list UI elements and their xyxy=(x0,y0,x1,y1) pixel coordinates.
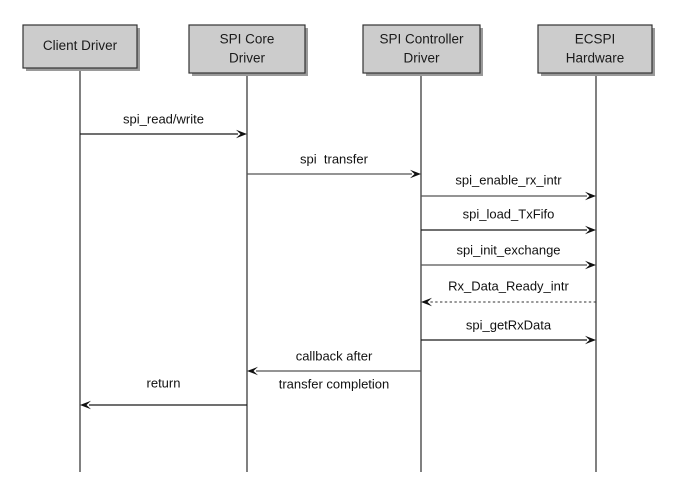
message-label-line2: transfer completion xyxy=(279,376,390,391)
message-label: spi transfer xyxy=(300,151,369,166)
actor-box-ecspi-hardware[interactable]: ECSPI Hardware xyxy=(537,24,655,76)
actor-box-rect xyxy=(362,24,481,74)
message-rx-data-ready-intr[interactable]: Rx_Data_Ready_intr xyxy=(421,278,596,307)
message-arrowhead xyxy=(80,400,91,410)
message-arrowhead xyxy=(236,129,247,139)
message-arrowhead xyxy=(585,335,596,345)
message-arrowhead xyxy=(247,366,258,376)
message-arrowhead xyxy=(585,225,596,235)
actor-label-line1: ECSPI xyxy=(575,32,616,47)
message-arrowhead xyxy=(421,297,432,307)
message-spi-getrxdata[interactable]: spi_getRxData xyxy=(421,317,596,345)
actor-box-rect xyxy=(537,24,653,74)
message-label: spi_init_exchange xyxy=(456,242,560,257)
message-spi-transfer[interactable]: spi transfer xyxy=(247,151,421,179)
message-spi-load-txfifo[interactable]: spi_load_TxFifo xyxy=(421,206,596,235)
message-label: spi_enable_rx_intr xyxy=(455,172,562,187)
message-arrowhead xyxy=(585,191,596,201)
message-label: Rx_Data_Ready_intr xyxy=(448,278,569,293)
message-return[interactable]: return xyxy=(80,375,247,410)
message-spi-read-write[interactable]: spi_read/write xyxy=(80,111,247,139)
actor-box-client-driver[interactable]: Client Driver xyxy=(22,24,140,71)
message-label: spi_load_TxFifo xyxy=(463,206,555,221)
message-arrowhead xyxy=(410,169,421,179)
actor-box-rect xyxy=(22,24,138,69)
actor-label-line1: SPI Core xyxy=(220,32,275,47)
message-arrowhead xyxy=(585,260,596,270)
actor-label-line2: Hardware xyxy=(566,51,625,66)
message-callback-after-transfer-completion[interactable]: callback after transfer completion xyxy=(247,348,421,391)
message-label: callback after xyxy=(296,348,373,363)
actor-label-line2: Driver xyxy=(229,51,266,66)
actor-label-line2: Driver xyxy=(404,51,441,66)
message-label: spi_getRxData xyxy=(466,317,552,332)
actor-label-line1: SPI Controller xyxy=(379,32,464,47)
message-label: spi_read/write xyxy=(123,111,204,126)
lifelines-layer xyxy=(79,68,597,472)
actor-label-line1: Client Driver xyxy=(43,38,118,53)
message-spi-enable-rx-intr[interactable]: spi_enable_rx_intr xyxy=(421,172,596,201)
message-label: return xyxy=(147,375,181,390)
actor-box-rect xyxy=(188,24,306,74)
message-spi-init-exchange[interactable]: spi_init_exchange xyxy=(421,242,596,270)
